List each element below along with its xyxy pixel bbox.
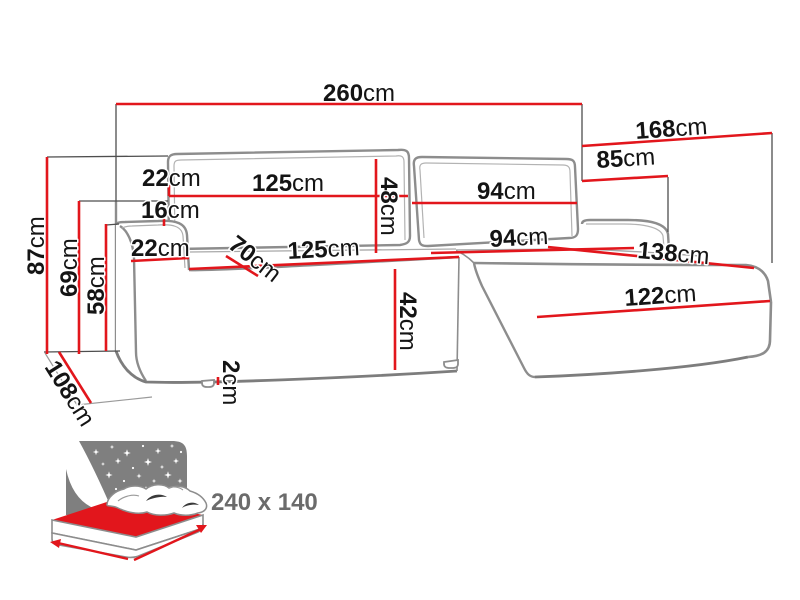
svg-text:16cm: 16cm (141, 197, 200, 224)
svg-text:58cm: 58cm (83, 256, 110, 315)
svg-text:125cm: 125cm (252, 170, 324, 197)
svg-text:69cm: 69cm (56, 238, 83, 297)
svg-text:22cm: 22cm (142, 165, 201, 192)
svg-text:125cm: 125cm (287, 234, 360, 265)
svg-text:2cm: 2cm (217, 360, 244, 405)
svg-text:94cm: 94cm (477, 178, 536, 205)
svg-text:94cm: 94cm (489, 223, 549, 253)
svg-text:87cm: 87cm (23, 216, 50, 275)
svg-text:122cm: 122cm (624, 280, 698, 312)
svg-text:48cm: 48cm (375, 177, 402, 236)
svg-text:240 x 140: 240 x 140 (211, 489, 318, 516)
svg-text:260cm: 260cm (323, 80, 395, 107)
svg-text:42cm: 42cm (394, 292, 421, 351)
svg-text:22cm: 22cm (131, 235, 190, 262)
svg-text:85cm: 85cm (596, 143, 656, 174)
svg-text:168cm: 168cm (635, 113, 709, 145)
